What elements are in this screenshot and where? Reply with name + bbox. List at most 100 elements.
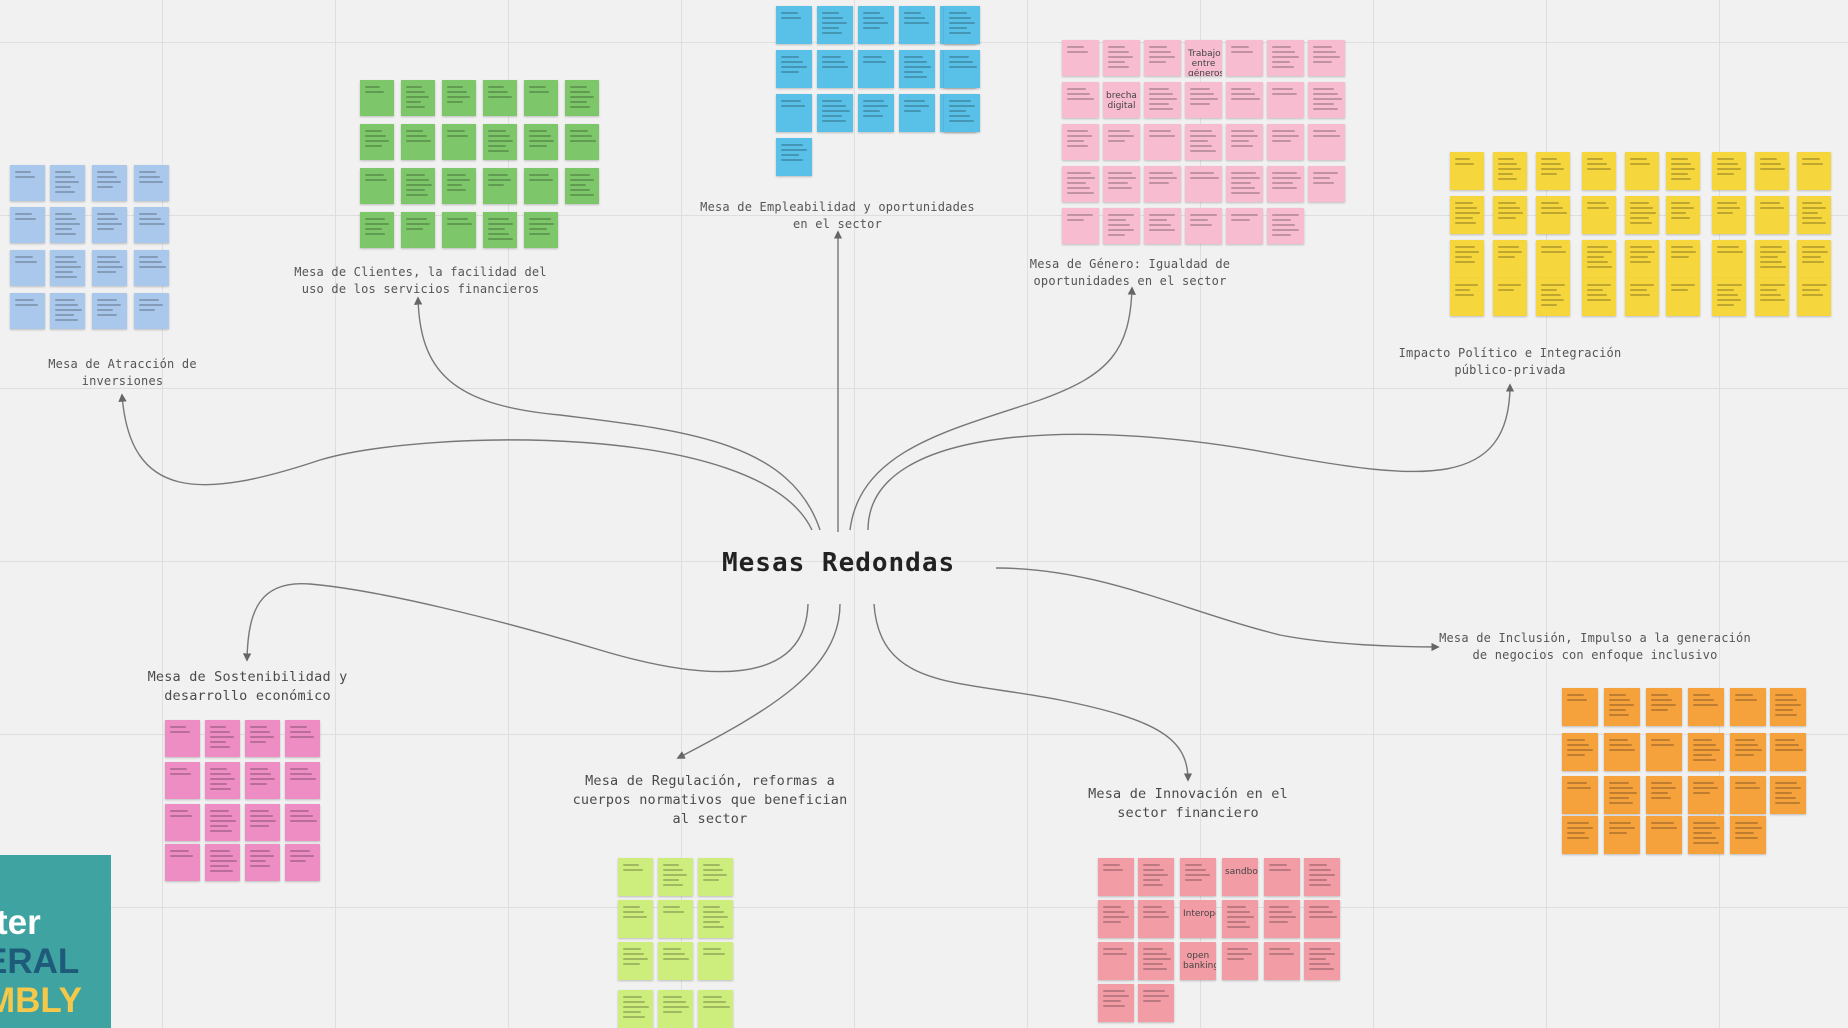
sticky-note[interactable] bbox=[1562, 776, 1598, 814]
sticky-note[interactable] bbox=[1582, 240, 1616, 278]
sticky-note[interactable] bbox=[1098, 900, 1134, 938]
sticky-note[interactable] bbox=[1103, 40, 1140, 76]
sticky-note[interactable] bbox=[1226, 40, 1263, 76]
sticky-note[interactable] bbox=[618, 900, 653, 938]
label-regulacion[interactable]: Mesa de Regulación, reformas a cuerpos n… bbox=[560, 772, 860, 829]
label-innovacion[interactable]: Mesa de Innovación en el sector financie… bbox=[1068, 785, 1308, 823]
sticky-note[interactable] bbox=[245, 762, 280, 799]
sticky-note[interactable] bbox=[442, 168, 476, 204]
sticky-note[interactable] bbox=[1755, 240, 1789, 278]
sticky-note[interactable] bbox=[1712, 152, 1746, 190]
sticky-note[interactable] bbox=[1226, 82, 1263, 118]
sticky-note[interactable] bbox=[1308, 124, 1345, 160]
sticky-note[interactable] bbox=[285, 804, 320, 841]
sticky-note[interactable] bbox=[360, 212, 394, 248]
sticky-note[interactable] bbox=[165, 844, 200, 881]
sticky-note[interactable] bbox=[1755, 278, 1789, 316]
sticky-note[interactable] bbox=[245, 804, 280, 841]
sticky-note[interactable] bbox=[205, 804, 240, 841]
label-inclusion[interactable]: Mesa de Inclusión, Impulso a la generaci… bbox=[1430, 630, 1760, 664]
sticky-note[interactable] bbox=[360, 80, 394, 116]
sticky-note[interactable] bbox=[1308, 166, 1345, 202]
sticky-note[interactable]: sandbox bbox=[1222, 858, 1258, 896]
sticky-note[interactable] bbox=[658, 858, 693, 896]
sticky-note[interactable] bbox=[92, 207, 127, 243]
sticky-note[interactable] bbox=[1304, 900, 1340, 938]
sticky-note[interactable] bbox=[1688, 776, 1724, 814]
sticky-note[interactable] bbox=[1712, 240, 1746, 278]
sticky-note[interactable] bbox=[1493, 240, 1527, 278]
sticky-note[interactable] bbox=[1062, 82, 1099, 118]
sticky-note[interactable] bbox=[1450, 152, 1484, 190]
sticky-note[interactable] bbox=[1144, 82, 1181, 118]
sticky-note[interactable] bbox=[1450, 278, 1484, 316]
sticky-note[interactable] bbox=[1226, 166, 1263, 202]
sticky-note[interactable] bbox=[1562, 816, 1598, 854]
sticky-note[interactable] bbox=[1103, 208, 1140, 244]
sticky-note[interactable] bbox=[698, 858, 733, 896]
sticky-note[interactable] bbox=[618, 942, 653, 980]
sticky-note[interactable] bbox=[1098, 984, 1134, 1022]
sticky-note[interactable] bbox=[442, 124, 476, 160]
sticky-note[interactable] bbox=[1304, 858, 1340, 896]
sticky-note[interactable] bbox=[1185, 208, 1222, 244]
sticky-note[interactable] bbox=[899, 6, 935, 44]
sticky-note[interactable] bbox=[658, 990, 693, 1028]
sticky-note[interactable] bbox=[1144, 40, 1181, 76]
sticky-note[interactable] bbox=[1264, 942, 1300, 980]
sticky-note[interactable] bbox=[1103, 124, 1140, 160]
sticky-note[interactable] bbox=[1308, 40, 1345, 76]
sticky-note[interactable] bbox=[1450, 240, 1484, 278]
sticky-note[interactable] bbox=[1098, 858, 1134, 896]
sticky-note[interactable] bbox=[1755, 152, 1789, 190]
sticky-note[interactable] bbox=[1267, 40, 1304, 76]
sticky-note[interactable] bbox=[944, 94, 980, 132]
sticky-note[interactable] bbox=[50, 250, 85, 286]
sticky-note[interactable]: open banking bbox=[1180, 942, 1216, 980]
sticky-note[interactable] bbox=[134, 207, 169, 243]
sticky-note[interactable] bbox=[205, 720, 240, 757]
sticky-note[interactable] bbox=[1222, 942, 1258, 980]
sticky-note[interactable] bbox=[1062, 166, 1099, 202]
sticky-note[interactable] bbox=[1493, 278, 1527, 316]
sticky-note[interactable]: brecha digital bbox=[1103, 82, 1140, 118]
sticky-note[interactable] bbox=[524, 212, 558, 248]
label-sostenibilidad[interactable]: Mesa de Sostenibilidad y desarrollo econ… bbox=[130, 668, 365, 706]
sticky-note[interactable] bbox=[1604, 776, 1640, 814]
sticky-note[interactable] bbox=[1797, 278, 1831, 316]
sticky-note[interactable] bbox=[1267, 208, 1304, 244]
sticky-note[interactable] bbox=[698, 942, 733, 980]
sticky-note[interactable] bbox=[1625, 196, 1659, 234]
sticky-note[interactable] bbox=[1222, 900, 1258, 938]
sticky-note[interactable] bbox=[360, 124, 394, 160]
sticky-note[interactable] bbox=[134, 250, 169, 286]
sticky-note[interactable] bbox=[401, 212, 435, 248]
sticky-note[interactable] bbox=[1138, 858, 1174, 896]
sticky-note[interactable] bbox=[1797, 152, 1831, 190]
sticky-note[interactable] bbox=[1604, 733, 1640, 771]
sticky-note[interactable] bbox=[776, 94, 812, 132]
sticky-note[interactable] bbox=[1797, 196, 1831, 234]
sticky-note[interactable] bbox=[1770, 776, 1806, 814]
sticky-note[interactable] bbox=[817, 6, 853, 44]
sticky-note[interactable] bbox=[698, 990, 733, 1028]
sticky-note[interactable] bbox=[50, 207, 85, 243]
sticky-note[interactable] bbox=[565, 124, 599, 160]
sticky-note[interactable] bbox=[245, 844, 280, 881]
sticky-note[interactable] bbox=[1185, 166, 1222, 202]
sticky-note[interactable] bbox=[776, 50, 812, 88]
sticky-note[interactable] bbox=[10, 207, 45, 243]
label-atraccion[interactable]: Mesa de Atracción de inversiones bbox=[30, 356, 215, 390]
sticky-note[interactable] bbox=[776, 138, 812, 176]
sticky-note[interactable] bbox=[1144, 208, 1181, 244]
sticky-note[interactable] bbox=[134, 293, 169, 329]
sticky-note[interactable] bbox=[1646, 776, 1682, 814]
sticky-note[interactable] bbox=[360, 168, 394, 204]
sticky-note[interactable] bbox=[1646, 733, 1682, 771]
sticky-note[interactable] bbox=[1304, 942, 1340, 980]
sticky-note[interactable] bbox=[1185, 82, 1222, 118]
sticky-note[interactable] bbox=[442, 80, 476, 116]
sticky-note[interactable] bbox=[524, 80, 558, 116]
sticky-note[interactable] bbox=[1144, 124, 1181, 160]
